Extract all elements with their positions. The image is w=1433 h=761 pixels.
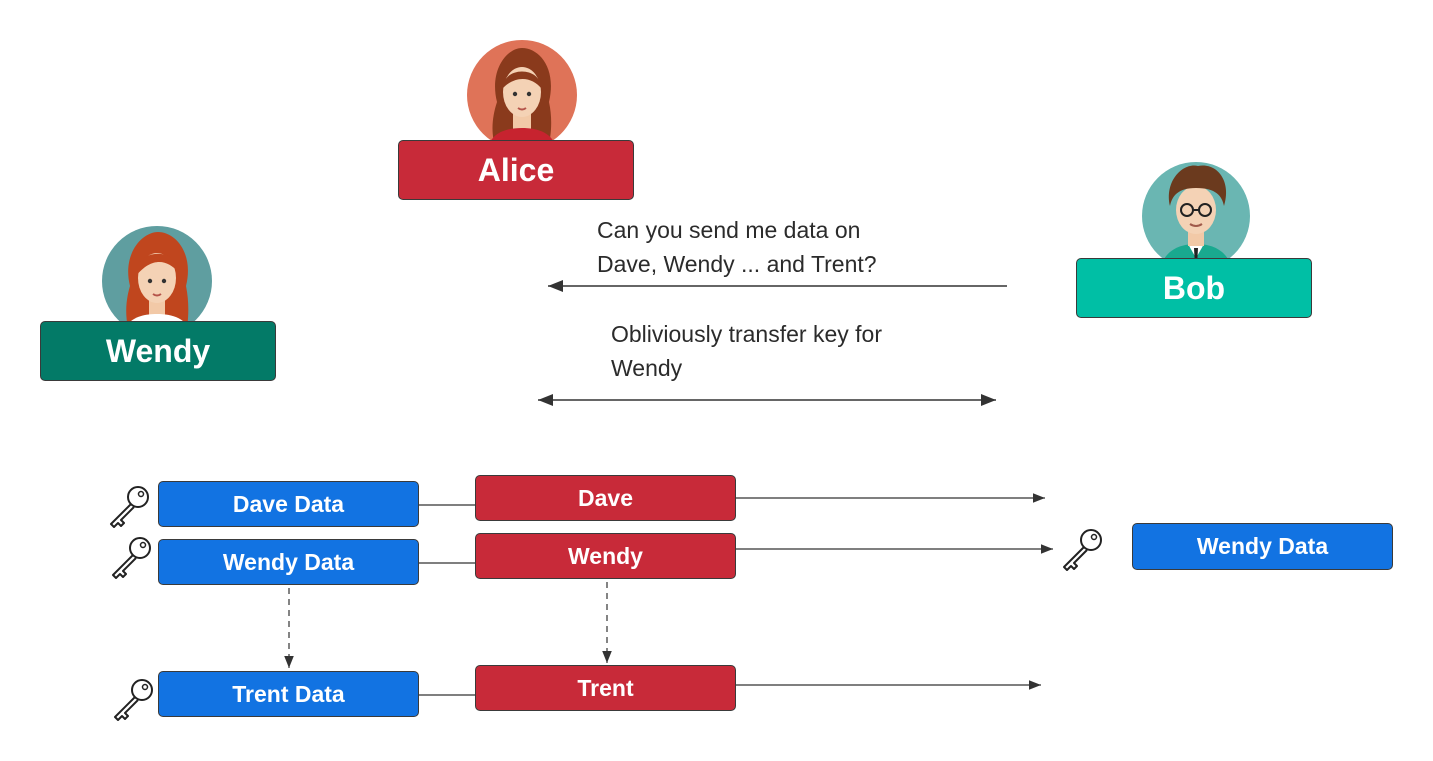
alice-label: Alice bbox=[398, 140, 634, 200]
wendy-person-label: Wendy bbox=[40, 321, 276, 381]
wendy-name-box: Wendy bbox=[475, 533, 736, 579]
key-icon bbox=[114, 679, 153, 721]
wendy-data-box: Wendy Data bbox=[158, 539, 419, 585]
dave-name-box: Dave bbox=[475, 475, 736, 521]
key-icon bbox=[112, 537, 151, 579]
dave-data-box: Dave Data bbox=[158, 481, 419, 527]
transfer-message: Obliviously transfer key for Wendy bbox=[611, 321, 882, 381]
trent-data-box: Trent Data bbox=[158, 671, 419, 717]
trent-name-box: Trent bbox=[475, 665, 736, 711]
bob-avatar-icon bbox=[1142, 162, 1250, 270]
alice-avatar-icon bbox=[467, 40, 577, 150]
bob-label: Bob bbox=[1076, 258, 1312, 318]
request-message: Can you send me data on Dave, Wendy ... … bbox=[597, 217, 877, 277]
key-icon bbox=[1063, 529, 1102, 571]
wendy-avatar-icon bbox=[102, 226, 212, 336]
received-wendy-data-box: Wendy Data bbox=[1132, 523, 1393, 570]
key-icon bbox=[110, 486, 149, 528]
